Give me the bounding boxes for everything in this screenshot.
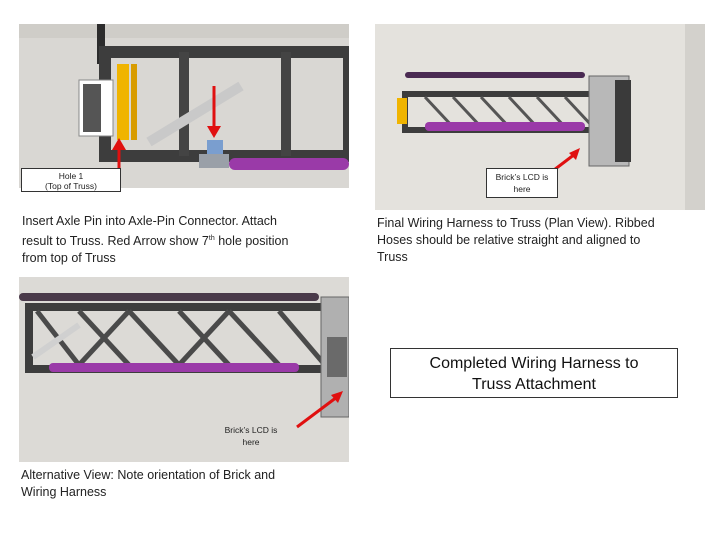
callout-line: Hole 1 (58, 171, 84, 181)
caption-line: Wiring Harness (21, 485, 107, 499)
caption-line: Insert Axle Pin into Axle-Pin Connector.… (22, 214, 278, 228)
photo-axle-pin (19, 24, 349, 188)
caption-line: result to Truss. Red Arrow show 7th hole… (22, 234, 289, 249)
summary-line: Truss Attachment (472, 376, 596, 393)
ordinal-suffix: th (208, 235, 215, 242)
caption-line: Hoses should be relative straight and al… (377, 233, 641, 247)
callout-line: here (513, 184, 531, 194)
callout-line: here (242, 437, 260, 447)
summary-box: Completed Wiring Harness to Truss Attach… (390, 348, 678, 398)
callout-brick-lcd-plan: Brick’s LCD is here (486, 168, 558, 198)
caption-line: from top of Truss (22, 251, 116, 266)
photo-alternative-view (19, 277, 349, 462)
callout-hole-1: Hole 1 (Top of Truss) (21, 168, 121, 192)
photo-plan-view (375, 24, 705, 210)
callout-line: (Top of Truss) (45, 181, 97, 191)
callout-line: Brick’s LCD is (495, 172, 549, 182)
caption-alternative-view: Alternative View: Note orientation of Br… (21, 467, 351, 501)
caption-axle-pin: Insert Axle Pin into Axle-Pin Connector.… (22, 213, 352, 267)
caption-line: Truss (377, 250, 408, 264)
caption-line: Final Wiring Harness to Truss (Plan View… (377, 216, 655, 230)
caption-line: Alternative View: Note orientation of Br… (21, 468, 276, 482)
summary-line: Completed Wiring Harness to (429, 355, 639, 372)
callout-line: Brick’s LCD is (224, 425, 278, 435)
caption-plan-view: Final Wiring Harness to Truss (Plan View… (377, 215, 707, 266)
callout-brick-lcd-alt: Brick’s LCD is here (216, 422, 286, 452)
